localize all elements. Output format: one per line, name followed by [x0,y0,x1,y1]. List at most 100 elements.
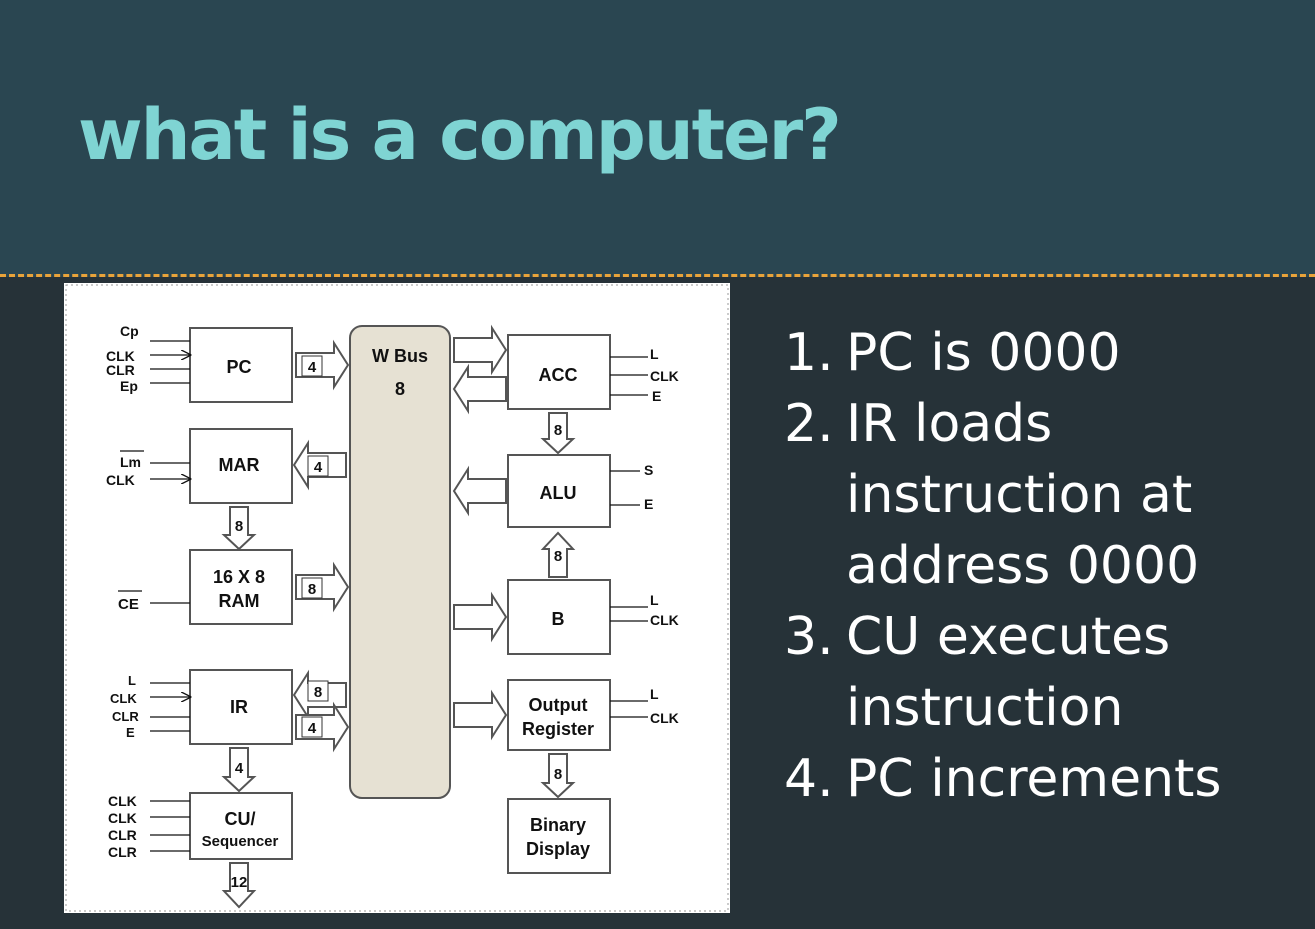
b-signal-clk: CLK [650,612,679,628]
pc-label: PC [226,357,251,377]
alu-signal-e: E [644,496,653,512]
mar-signal-labels: Lm CLK [106,450,144,488]
cu-signal-clk-2: CLK [108,810,137,826]
mar-signal-lm: Lm [120,454,141,470]
mar-ram-width: 8 [235,518,243,535]
acc-signal-l: L [650,346,659,362]
mar-bus-width-box [307,455,329,477]
b-label: B [552,609,565,629]
step-text: IR loads instruction at address 0000 [846,394,1200,596]
bus-to-b-arrow [453,591,508,643]
step-item: 3.CU executes instruction [784,602,1304,744]
output-register-block [507,679,611,751]
cu-signal-clr-1: CLR [108,827,137,843]
ram-signal-ce: CE [118,596,139,613]
b-block [507,579,611,655]
ir-out-width: 4 [308,720,317,737]
b-signal-l: L [650,592,659,608]
ir-to-cu-arrow [221,747,257,793]
ram-label-line2: RAM [219,591,260,611]
ir-signal-e: E [126,725,135,740]
pc-signal-clk: CLK [106,348,135,364]
right-control-lines [610,356,648,718]
ir-out-width-box [301,716,323,738]
ir-signal-l: L [128,673,136,688]
mar-block [189,428,293,504]
step-number: 2. [784,394,834,454]
binary-display-line2: Display [526,839,590,859]
step-number: 4. [784,749,834,809]
step-text: PC is 0000 [846,323,1121,383]
left-control-lines [150,340,190,852]
slide-title: what is a computer? [78,94,842,176]
ir-block [189,669,293,745]
step-item: 2.IR loads instruction at address 0000 [784,389,1304,602]
step-number: 1. [784,323,834,383]
ir-in-width-box [307,680,329,702]
acc-signal-labels: L CLK E [650,346,679,404]
ram-block [189,549,293,625]
pc-signal-clr: CLR [106,362,135,378]
alu-to-bus-arrow [452,465,507,517]
mar-signal-clk: CLK [106,472,135,488]
acc-alu-width: 8 [554,422,562,439]
output-signal-clk: CLK [650,710,679,726]
binary-display-block [507,798,611,874]
output-signal-labels: L CLK [650,686,679,726]
step-text: PC increments [846,749,1222,809]
acc-signal-clk: CLK [650,368,679,384]
alu-block [507,454,611,528]
out-disp-width: 8 [554,766,562,783]
output-to-display-arrow [540,753,576,799]
sap1-block-diagram: W Bus 8 PC MAR 16 X 8 RAM IR CU/ Sequenc… [64,283,730,913]
output-register-line2: Register [522,719,594,739]
cu-label-line2: Sequencer [202,833,279,850]
b-signal-labels: L CLK [650,592,679,628]
w-bus-label: W Bus [372,346,428,366]
alu-signal-s: S [644,462,653,478]
step-item: 1.PC is 0000 [784,318,1304,389]
diagram-frame [65,284,729,912]
b-to-alu-arrow [540,531,576,578]
output-signal-l: L [650,686,659,702]
ir-signal-labels: L CLK CLR E [110,673,139,740]
b-alu-width: 8 [554,548,562,565]
acc-signal-e: E [652,388,661,404]
pc-signal-cp: Cp [120,323,139,339]
bus-to-output-arrow [453,689,508,741]
acc-to-bus-arrow [452,363,507,415]
block-diagram-svg: W Bus 8 PC MAR 16 X 8 RAM IR CU/ Sequenc… [65,284,729,912]
ram-bus-width: 8 [308,581,316,598]
cu-signal-clr-2: CLR [108,844,137,860]
step-text: CU executes instruction [846,607,1171,738]
ram-bus-width-box [301,577,323,599]
alu-signal-labels: S E [644,462,653,512]
pc-signal-labels: Cp CLK CLR Ep [106,323,139,394]
cu-block [189,792,293,860]
pc-block [189,327,293,403]
acc-block [507,334,611,410]
pc-bus-width-box [301,355,323,377]
acc-label: ACC [539,365,578,385]
ir-signal-clr: CLR [112,709,139,724]
ir-label: IR [230,697,248,717]
cu-out-width: 12 [231,874,248,891]
mar-to-ram-arrow [221,506,257,551]
pc-bus-width: 4 [308,359,317,376]
alu-label: ALU [540,483,577,503]
w-bus-width: 8 [395,379,405,399]
ir-in-width: 8 [314,684,322,701]
mar-bus-width: 4 [314,459,323,476]
cu-control-word-arrow [221,862,257,909]
cu-signal-labels: CLK CLK CLR CLR [108,793,137,860]
cu-label-line1: CU/ [225,809,256,829]
ir-signal-clk: CLK [110,691,137,706]
dashed-divider [0,274,1315,277]
title-header: what is a computer? [0,0,1315,277]
w-bus [349,325,451,799]
ram-label-line1: 16 X 8 [213,567,265,587]
ram-signal-labels: CE [118,590,142,613]
step-number: 3. [784,607,834,667]
step-item: 4.PC increments [784,744,1304,815]
steps-list: 1.PC is 0000 2.IR loads instruction at a… [784,318,1304,815]
